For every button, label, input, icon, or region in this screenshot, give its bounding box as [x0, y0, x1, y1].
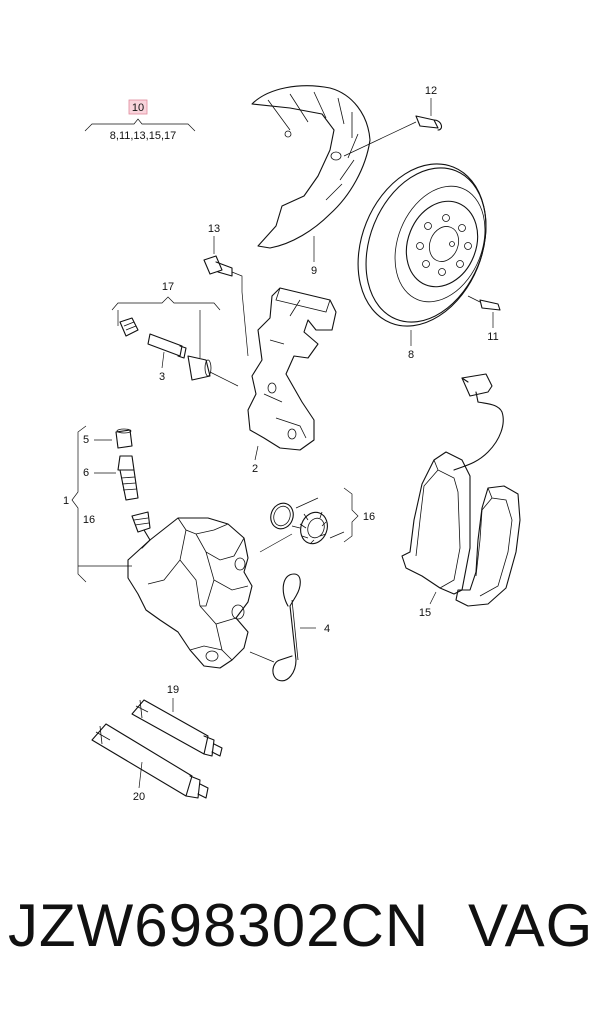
callout-20: 20 — [133, 791, 145, 803]
paste-tube-part-20: 20 — [91, 723, 209, 803]
grease-tube-part-19: 19 — [131, 684, 223, 757]
brake-disc-part-8: 8 — [357, 163, 487, 361]
callout-1: 1 — [63, 495, 69, 507]
callout-15: 15 — [419, 607, 431, 619]
callout-16-inner: 16 — [83, 514, 95, 526]
brand-label: VAG — [468, 892, 594, 959]
seal-kit-part-16: 16 — [259, 487, 375, 553]
guide-bolt-group-17: 17 3 — [111, 281, 239, 387]
screw-part-11: 11 — [467, 295, 501, 343]
callout-10-parts: 8,11,13,15,17 — [110, 130, 176, 142]
callout-2: 2 — [252, 463, 258, 475]
callout-10-highlight — [128, 99, 148, 115]
dust-cap-part-5: 5 — [83, 428, 133, 449]
part-number-label: JZW698302CN — [8, 892, 430, 959]
callout-16-seals: 16 — [363, 511, 375, 523]
callout-12: 12 — [425, 85, 437, 97]
splash-shield-part-9: 9 — [251, 85, 371, 277]
callout-8: 8 — [408, 349, 414, 361]
callout-10-label: 10 — [132, 102, 144, 114]
caliper-bracket-group-1: 1 16 — [63, 425, 132, 583]
callout-5: 5 — [83, 434, 89, 446]
screw-part-12: 12 — [343, 85, 443, 157]
disc-bolt-holes — [416, 214, 472, 276]
bleed-valve-part-6: 6 — [83, 455, 139, 501]
bolt-part-13: 13 — [203, 223, 249, 357]
callout-6: 6 — [83, 467, 89, 479]
brake-caliper-housing — [127, 511, 253, 669]
callout-11: 11 — [487, 331, 498, 343]
callout-10-kit: 10 8,11,13,15,17 — [84, 99, 196, 142]
callout-9: 9 — [311, 265, 317, 277]
callout-13: 13 — [208, 223, 220, 235]
caliper-carrier-part-2: 2 — [247, 287, 337, 475]
spring-clip-part-4: 4 — [249, 573, 330, 682]
callout-4: 4 — [324, 623, 330, 635]
callout-19: 19 — [167, 684, 179, 696]
callout-17: 17 — [162, 281, 174, 293]
callout-3: 3 — [159, 371, 165, 383]
brake-pads-part-15: 15 — [401, 373, 521, 619]
